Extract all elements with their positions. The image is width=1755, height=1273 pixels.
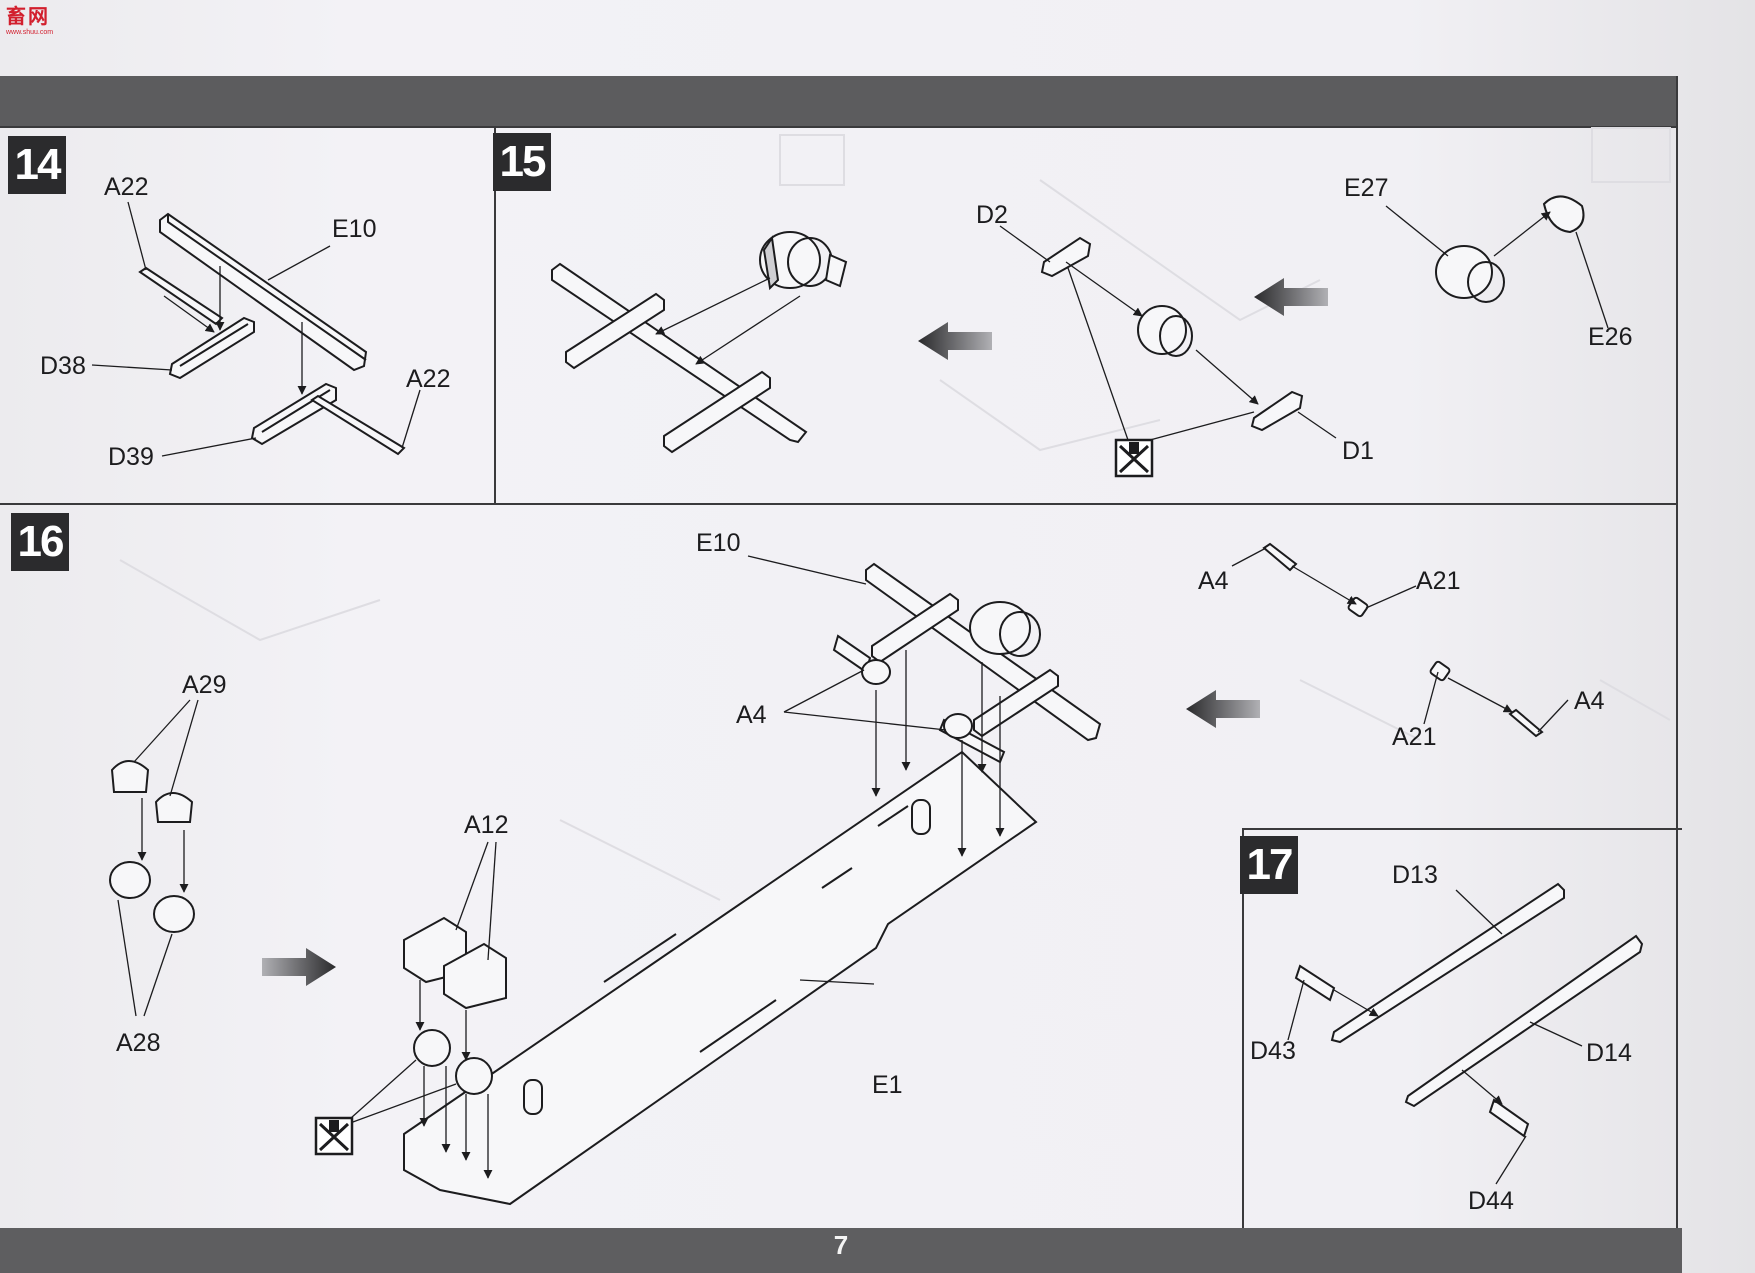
- reverse-page-show-through: [119, 127, 1671, 901]
- part-label-d44: D44: [1468, 1187, 1514, 1215]
- part-label-a4: A4: [1574, 687, 1605, 715]
- part-label-e27: E27: [1344, 174, 1389, 202]
- step-17-drawing: [1294, 882, 1644, 1138]
- part-label-a21: A21: [1416, 567, 1461, 595]
- do-not-glue-icon: [314, 1116, 354, 1156]
- arrow-direction-icon: [262, 948, 336, 986]
- part-label-d39: D39: [108, 443, 154, 471]
- divider-step17-left: [1242, 828, 1244, 1228]
- step-15-leaders: [655, 277, 801, 365]
- step-16-a4-a21-leaders: [1231, 547, 1569, 733]
- step-16-base-plate: [403, 750, 1038, 1206]
- step-15-subassembly-leaders: [999, 205, 1609, 441]
- watermark-url: www.shuu.com: [6, 29, 54, 36]
- part-label-a28: A28: [116, 1029, 161, 1057]
- step-14-badge: 14: [8, 136, 66, 194]
- watermark-logo-text: 畜网: [6, 6, 50, 28]
- page-header-band: [0, 76, 1676, 126]
- part-label-a22: A22: [406, 365, 451, 393]
- step-14-drawing: [138, 212, 406, 456]
- step-16-badge: 16: [11, 513, 69, 571]
- page-footer-band: [0, 1228, 1682, 1273]
- arrow-direction-icon: [1254, 278, 1328, 316]
- part-label-a22: A22: [104, 173, 149, 201]
- step-16-a28-a29-parts: [109, 760, 195, 933]
- step-16-a12-leaders: [341, 841, 497, 1179]
- divider-top: [0, 126, 1676, 128]
- step-15-badge: 15: [493, 133, 551, 191]
- step-16-a4-a21-parts: [1262, 542, 1544, 738]
- part-label-d2: D2: [976, 201, 1008, 229]
- step-16-a28-a29-leaders: [117, 699, 199, 1017]
- part-label-e10: E10: [696, 529, 741, 557]
- divider-step17-top: [1242, 828, 1682, 830]
- part-label-d13: D13: [1392, 861, 1438, 889]
- step-14-leaders: [91, 201, 421, 457]
- part-label-a12: A12: [464, 811, 509, 839]
- step-16-frame-leaders: [747, 555, 1005, 985]
- site-watermark: 畜网 www.shuu.com: [6, 6, 68, 42]
- step-17-badge: 17: [1240, 836, 1298, 894]
- step-16-a12-parts: [403, 916, 507, 1095]
- part-label-a21: A21: [1392, 723, 1437, 751]
- divider-middle: [0, 503, 1676, 505]
- part-label-a29: A29: [182, 671, 227, 699]
- arrow-direction-icon: [918, 322, 992, 360]
- part-label-e1: E1: [872, 1071, 903, 1099]
- step-16-frame: [832, 562, 1102, 764]
- step-17-leaders: [1287, 889, 1583, 1185]
- part-label-e10: E10: [332, 215, 377, 243]
- step-15-drawing: [551, 231, 848, 454]
- divider-step14-15: [494, 126, 496, 504]
- page-right-edge: [1676, 76, 1678, 1228]
- do-not-glue-icon: [1114, 438, 1154, 478]
- part-label-d14: D14: [1586, 1039, 1632, 1067]
- arrow-direction-icon: [1186, 690, 1260, 728]
- part-label-d43: D43: [1250, 1037, 1296, 1065]
- part-label-a4: A4: [1198, 567, 1229, 595]
- part-label-a4: A4: [736, 701, 767, 729]
- step-15-subassembly: [1040, 195, 1585, 432]
- part-label-e26: E26: [1588, 323, 1633, 351]
- part-label-d1: D1: [1342, 437, 1374, 465]
- part-label-d38: D38: [40, 352, 86, 380]
- page-number: 7: [833, 1230, 849, 1260]
